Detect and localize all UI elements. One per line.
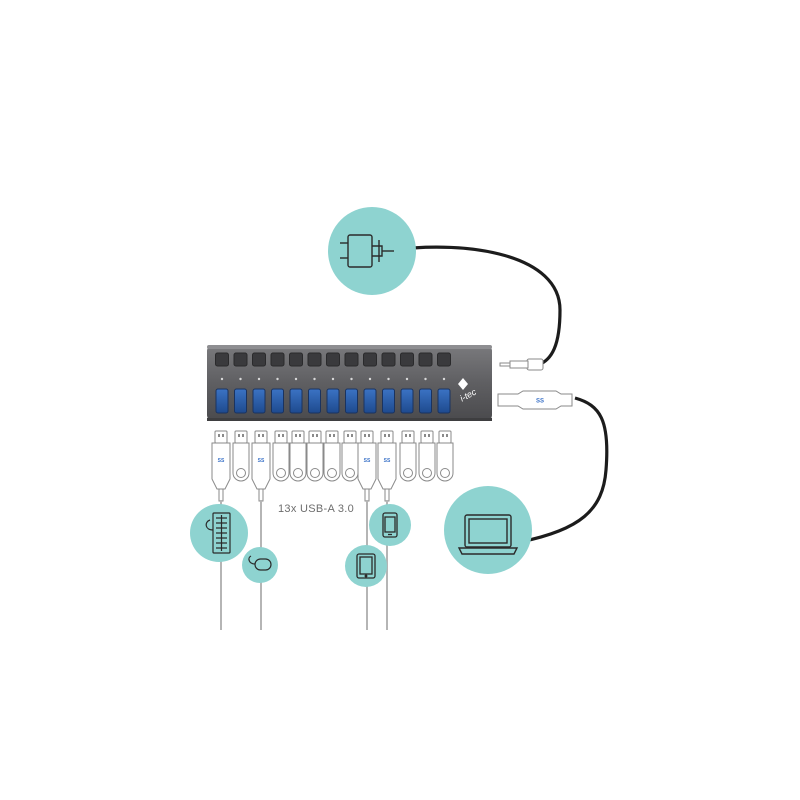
laptop-icon: [457, 514, 519, 555]
port-switch-9[interactable]: [363, 352, 377, 367]
usb-a-cable-plug: [357, 430, 377, 502]
status-led-4: [276, 377, 279, 381]
port-switch-8[interactable]: [344, 352, 359, 367]
status-led-5: [294, 377, 298, 381]
status-leds: [220, 377, 446, 381]
port-switch-6[interactable]: [307, 352, 322, 367]
usb-flash-drive: [418, 430, 436, 482]
port-switch-7[interactable]: [326, 352, 340, 367]
usb-port-1[interactable]: [215, 388, 229, 414]
status-led-9: [368, 377, 372, 381]
svg-text:SS: SS: [536, 399, 544, 405]
usb-port-13[interactable]: [437, 388, 451, 414]
status-led-2: [239, 377, 242, 381]
port-switch-11[interactable]: [400, 352, 414, 367]
usb-port-11[interactable]: [400, 388, 414, 414]
usb-a-cable-plug: [211, 430, 231, 502]
port-switch-12[interactable]: [418, 352, 433, 367]
usb-port-4[interactable]: [271, 388, 284, 414]
usb-flash-drive: [341, 430, 359, 482]
usb-flash-drive: [272, 430, 290, 482]
usb-port-3[interactable]: [252, 388, 266, 414]
power-adapter-callout: [328, 207, 416, 295]
usb-flash-drive: [306, 430, 324, 482]
usb-port-8[interactable]: [345, 388, 358, 414]
usb-port-6[interactable]: [308, 388, 321, 414]
usb-flash-drive: [399, 430, 417, 482]
status-led-10: [387, 377, 390, 381]
usb-flash-drive: [323, 430, 341, 482]
status-led-3: [257, 377, 261, 381]
usb-port-9[interactable]: [363, 388, 377, 414]
mouse-callout: [242, 547, 278, 583]
dc-power-plug: [499, 358, 544, 371]
mouse-icon: [248, 555, 272, 571]
port-switches: [215, 352, 451, 367]
status-led-12: [424, 377, 427, 381]
port-switch-10[interactable]: [381, 352, 396, 367]
usb-a-cable-plug: [251, 430, 271, 502]
port-switch-2[interactable]: [233, 352, 248, 367]
status-led-6: [313, 377, 316, 381]
power-plug-icon: [340, 234, 394, 268]
port-switch-4[interactable]: [270, 352, 285, 367]
usb-flash-drive: [289, 430, 307, 482]
usb-a-cable-plug: [377, 430, 397, 502]
usb-device-row: [211, 430, 454, 502]
keyboard-callout: [190, 504, 248, 562]
usb-port-10[interactable]: [382, 388, 395, 414]
status-led-11: [405, 377, 409, 381]
host-cable: [519, 396, 609, 544]
port-switch-5[interactable]: [289, 352, 303, 367]
status-led-13: [442, 377, 446, 381]
host-computer-callout: [444, 486, 532, 574]
tablet-icon: [356, 553, 376, 579]
status-led-1: [220, 377, 224, 381]
smartphone-icon: [382, 512, 398, 538]
usb-flash-drive: [436, 430, 454, 482]
usb-port-2[interactable]: [234, 388, 247, 414]
usb-port-5[interactable]: [289, 388, 303, 414]
usb-flash-drive: [232, 430, 250, 482]
power-cable: [391, 245, 562, 367]
ports-caption: 13x USB-A 3.0: [278, 503, 355, 515]
usb-hub: i-tec: [207, 345, 492, 421]
port-switch-3[interactable]: [252, 352, 266, 367]
usb-ports: [215, 388, 451, 414]
usb-port-7[interactable]: [326, 388, 340, 414]
status-led-7: [331, 377, 335, 381]
port-switch-13[interactable]: [437, 352, 451, 367]
port-switch-1[interactable]: [215, 352, 229, 367]
usb-port-12[interactable]: [419, 388, 432, 414]
status-led-8: [350, 377, 353, 381]
usb-b-upstream-plug: SS: [497, 390, 573, 410]
smartphone-callout: [369, 504, 411, 546]
tablet-callout: [345, 545, 387, 587]
keyboard-icon: [205, 512, 231, 554]
